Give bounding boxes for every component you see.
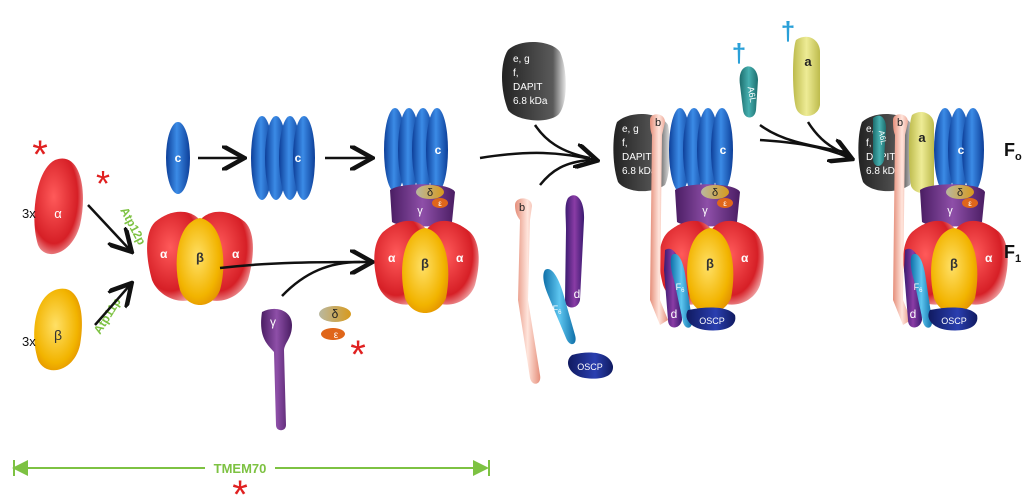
three-x-beta-label: 3x <box>22 334 36 349</box>
svg-text:f,: f, <box>622 138 628 149</box>
svg-text:α: α <box>741 251 749 265</box>
c-ring: c <box>251 116 315 200</box>
free-oscp-subunit: OSCP <box>568 353 613 379</box>
svg-text:γ: γ <box>947 205 953 217</box>
arrow-join-curve <box>282 262 360 296</box>
free-a6l-subunit: A6L <box>740 66 759 117</box>
svg-text:a: a <box>804 54 812 69</box>
svg-text:ε: ε <box>334 330 339 341</box>
svg-text:e, g: e, g <box>513 54 530 65</box>
svg-text:DAPIT: DAPIT <box>622 152 651 163</box>
star-mutation-icon: * <box>232 473 248 503</box>
svg-text:c: c <box>295 151 302 165</box>
svg-text:c: c <box>720 143 727 157</box>
dagger-mutation-icon: † <box>732 38 746 68</box>
svg-text:ε: ε <box>968 199 972 208</box>
free-epsilon-subunit: ε <box>321 328 345 341</box>
svg-text:α: α <box>456 251 464 265</box>
svg-text:β: β <box>706 256 714 271</box>
free-d-subunit: d <box>565 195 584 307</box>
svg-text:β: β <box>54 327 62 343</box>
svg-text:α: α <box>985 251 993 265</box>
star-mutation-icon: * <box>96 163 110 204</box>
f1-label: F1 <box>1004 242 1021 265</box>
complete-atp-synthase: e, g f, DAPIT 6.8 kDa A6L c a γ δ ε α β … <box>858 108 1007 330</box>
svg-text:6.8 kDa: 6.8 kDa <box>513 96 548 107</box>
free-gamma-subunit: γ <box>261 309 292 430</box>
svg-text:β: β <box>196 250 204 265</box>
svg-text:f,: f, <box>866 138 872 149</box>
dapit-subcomplex-free: e, g f, DAPIT 6.8 kDa <box>502 42 566 121</box>
svg-text:d: d <box>910 307 917 321</box>
fo-label: Fo <box>1004 140 1022 163</box>
svg-text:OSCP: OSCP <box>699 316 725 326</box>
free-beta-subunit: β <box>34 289 82 371</box>
svg-text:a: a <box>918 130 926 145</box>
dagger-mutation-icon: † <box>781 16 795 46</box>
svg-text:δ: δ <box>712 187 718 199</box>
svg-text:c: c <box>958 143 965 157</box>
c-subunit-monomer: c <box>166 122 190 194</box>
svg-text:d: d <box>574 287 581 301</box>
svg-text:α: α <box>232 247 240 261</box>
svg-text:α: α <box>388 251 396 265</box>
svg-text:β: β <box>950 256 958 271</box>
svg-text:δ: δ <box>957 187 963 199</box>
svg-text:ε: ε <box>723 199 727 208</box>
arrow-stalk-join <box>540 160 590 185</box>
star-mutation-icon: * <box>350 333 366 377</box>
svg-text:δ: δ <box>332 307 339 321</box>
svg-text:OSCP: OSCP <box>941 316 967 326</box>
svg-text:γ: γ <box>417 205 423 217</box>
free-delta-subunit: δ <box>319 306 351 322</box>
svg-text:δ: δ <box>427 187 433 199</box>
svg-text:β: β <box>421 256 429 271</box>
svg-text:OSCP: OSCP <box>577 362 603 372</box>
svg-text:c: c <box>175 151 182 165</box>
svg-text:b: b <box>897 117 903 129</box>
svg-text:e, g: e, g <box>622 124 639 135</box>
svg-text:b: b <box>655 117 661 129</box>
three-x-alpha-label: 3x <box>22 206 36 221</box>
svg-text:d: d <box>671 307 678 321</box>
svg-text:c: c <box>435 143 442 157</box>
svg-text:α: α <box>54 206 62 221</box>
svg-text:f,: f, <box>513 68 519 79</box>
f1-c-ring-complex: c γ δ ε α α β <box>374 108 478 313</box>
svg-text:α: α <box>160 247 168 261</box>
svg-text:γ: γ <box>270 315 276 329</box>
svg-text:b: b <box>519 202 525 214</box>
svg-text:ε: ε <box>438 199 442 208</box>
alpha3beta3-hexamer: α α β <box>147 212 253 305</box>
free-b-subunit: b <box>515 198 540 383</box>
star-mutation-icon: * <box>32 133 48 177</box>
atp11p-label: Atp11p <box>91 295 124 336</box>
free-a-subunit: a <box>793 37 820 116</box>
assembly-intermediate-complex: e, g f, DAPIT 6.8 kDa c γ δ ε α β b d F6… <box>613 108 763 330</box>
svg-text:DAPIT: DAPIT <box>513 82 542 93</box>
svg-text:γ: γ <box>702 205 708 217</box>
